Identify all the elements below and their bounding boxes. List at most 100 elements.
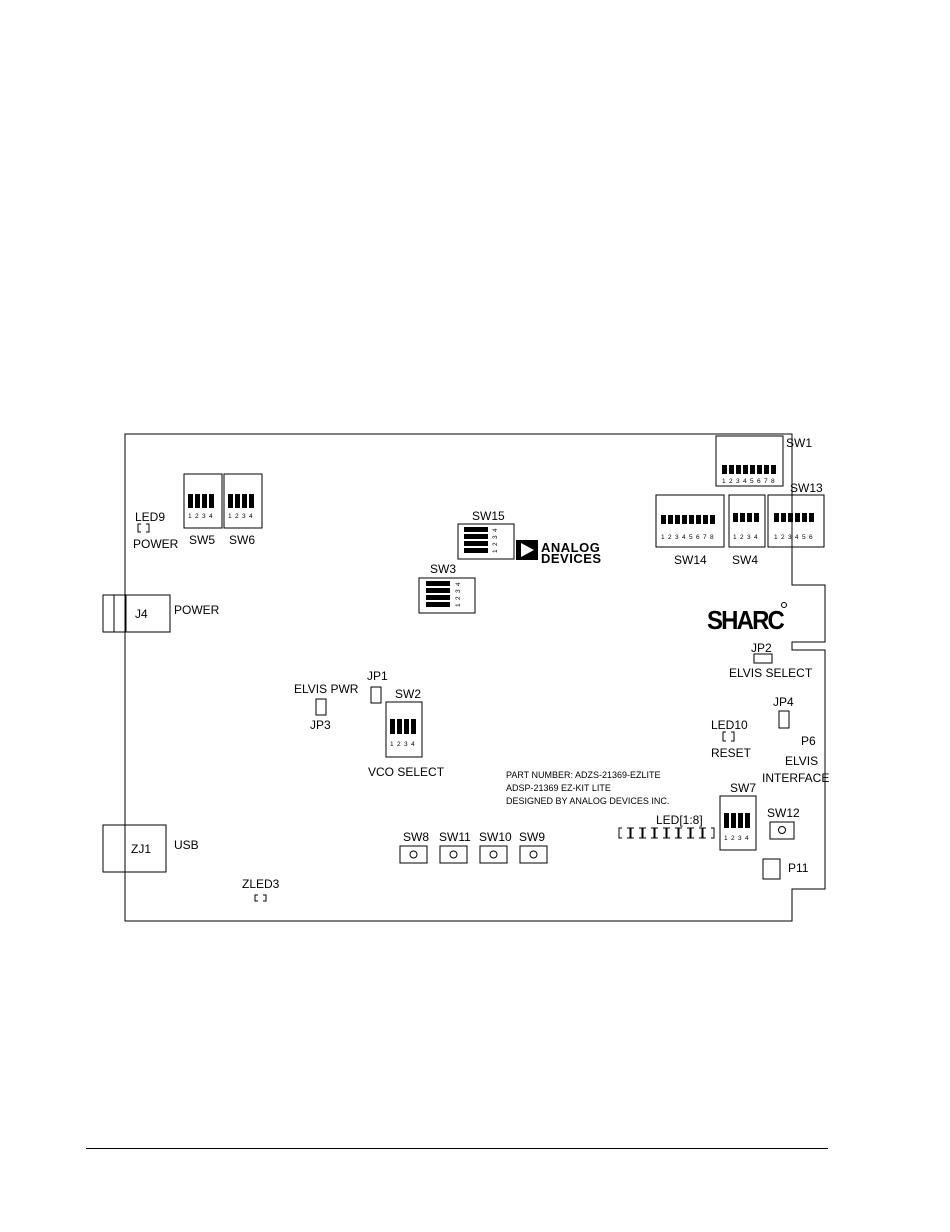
svg-text:6: 6 [696,534,700,541]
svg-text:4: 4 [492,528,499,532]
svg-text:2: 2 [455,596,462,600]
svg-text:1: 1 [774,534,778,541]
svg-text:4: 4 [209,513,213,520]
svg-text:2: 2 [740,534,744,541]
jp1-jumper[interactable] [370,686,382,704]
svg-text:DEVICES: DEVICES [541,551,602,566]
elvis-pwr-label: ELVIS PWR [294,682,359,696]
svg-text:4: 4 [249,513,253,520]
j4-power-label: POWER [174,603,220,617]
svg-text:2: 2 [195,513,199,520]
sw11-label: SW11 [439,830,471,844]
svg-text:6: 6 [757,478,761,485]
reset-label: RESET [711,746,752,760]
p6-label: P6 [801,734,816,748]
led9-label: LED9 [135,510,165,524]
svg-text:3: 3 [736,478,740,485]
sw10-push-button[interactable] [479,845,508,864]
jp1-label: JP1 [367,669,388,683]
sw4-label: SW4 [732,553,758,567]
svg-text:3: 3 [404,741,408,748]
svg-text:3: 3 [788,534,792,541]
svg-text:1: 1 [455,603,462,607]
elvis-select-label: ELVIS SELECT [729,666,813,680]
sw15-dip-switch[interactable]: 4 3 2 1 [457,523,515,560]
sw11-push-button[interactable] [439,845,468,864]
jp2-jumper[interactable] [753,653,773,664]
svg-text:3: 3 [202,513,206,520]
j4-label: J4 [135,607,148,621]
svg-text:2: 2 [235,513,239,520]
sw8-label: SW8 [403,830,429,844]
svg-text:1: 1 [722,478,726,485]
sw10-label: SW10 [479,830,512,844]
zj1-label: ZJ1 [131,842,151,856]
svg-text:1: 1 [733,534,737,541]
sharc-logo: SHARC [707,602,787,635]
analog-devices-logo: ANALOG DEVICES [516,540,602,566]
led10-label: LED10 [711,718,748,732]
svg-text:1: 1 [724,835,728,842]
sw9-label: SW9 [519,830,545,844]
sw14-label: SW14 [674,553,707,567]
sw9-push-button[interactable] [519,845,548,864]
svg-text:4: 4 [743,478,747,485]
svg-text:1: 1 [390,741,394,748]
part-number-text: PART NUMBER: ADZS-21369-EZLITE [506,770,661,780]
led-1-8-label: LED[1:8] [656,813,703,827]
interface-label: INTERFACE [762,771,829,785]
svg-text:7: 7 [703,534,707,541]
zled3-indicator [254,894,267,902]
jp4-jumper[interactable] [778,710,790,729]
jp4-label: JP4 [773,695,794,709]
led10-indicator [722,731,735,742]
svg-text:2: 2 [781,534,785,541]
svg-text:3: 3 [747,534,751,541]
footer-rule [86,1148,828,1149]
svg-text:4: 4 [795,534,799,541]
sw3-label: SW3 [430,562,456,576]
jp3-jumper[interactable] [315,698,327,716]
svg-text:6: 6 [809,534,813,541]
j4-power-connector [102,594,171,633]
sw12-label: SW12 [767,806,800,820]
usb-label: USB [174,838,199,852]
sw3-dip-switch[interactable]: 4 3 2 1 [418,577,476,614]
sw12-push-button[interactable] [769,821,795,840]
svg-text:3: 3 [242,513,246,520]
sw7-label: SW7 [730,781,756,795]
p11-connector [762,858,781,880]
vco-select-label: VCO SELECT [368,765,445,779]
svg-text:1: 1 [661,534,665,541]
svg-text:3: 3 [675,534,679,541]
kit-name-text: ADSP-21369 EZ-KIT LITE [506,783,611,793]
jp2-label: JP2 [751,641,772,655]
led-1-8-indicators [618,827,715,839]
svg-text:4: 4 [745,835,749,842]
svg-text:1: 1 [228,513,232,520]
svg-text:4: 4 [411,741,415,748]
svg-text:4: 4 [455,582,462,586]
sw13-label: SW13 [790,481,823,495]
svg-text:3: 3 [492,535,499,539]
svg-text:8: 8 [771,478,775,485]
led9-power-label: POWER [133,537,179,551]
svg-text:5: 5 [802,534,806,541]
svg-text:3: 3 [455,589,462,593]
svg-text:2: 2 [731,835,735,842]
sw8-push-button[interactable] [399,845,428,864]
board-outline [124,433,826,922]
svg-text:2: 2 [668,534,672,541]
svg-text:SHARC: SHARC [707,605,785,635]
svg-text:2: 2 [729,478,733,485]
sw2-label: SW2 [395,687,421,701]
